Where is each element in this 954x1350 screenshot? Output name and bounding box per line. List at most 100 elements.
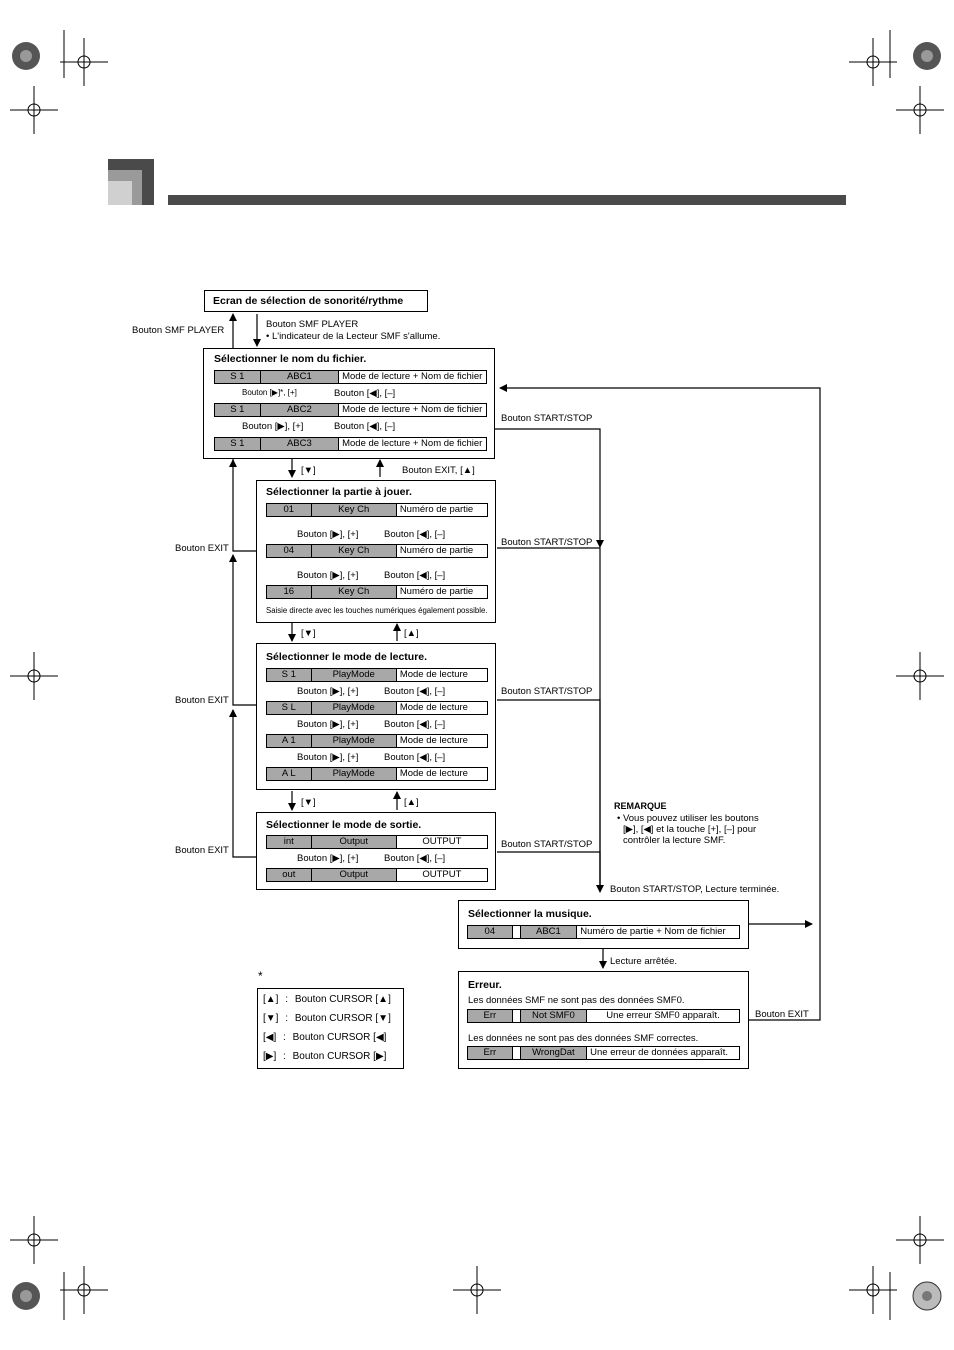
legend-key: [◀] [263,1032,277,1043]
legend-key: [▶] [263,1051,277,1062]
error-row-label: WrongDat [519,1047,587,1059]
exit-label-2: Bouton EXIT [175,695,229,706]
mode-down-label-1: Bouton [▶], [+] [297,686,359,697]
corner-dials [12,42,942,1311]
exit-label-1: Bouton EXIT [175,543,229,554]
part-row-key: Key Ch [310,504,396,516]
error-row-desc: Une erreur de données apparaît. [586,1047,739,1059]
nav-down-label-3: [▼] [301,797,316,808]
mode-down-label-3: Bouton [▶], [+] [297,752,359,763]
nav-up-label-3: [▲] [404,797,419,808]
mode-down-label-2: Bouton [▶], [+] [297,719,359,730]
error-line-1: Les données SMF ne sont pas des données … [468,995,685,1006]
part-row: 01 Key Ch Numéro de partie [266,503,488,517]
file-row: S 1 ABC3 Mode de lecture + Nom de fichie… [214,437,487,451]
legend-item: [◀] : Bouton CURSOR [◀] [263,1033,386,1043]
start-stop-label-4: Bouton START/STOP [501,839,593,850]
registration-marks [10,30,944,1320]
mode-row-desc: Mode de lecture [395,669,487,681]
file-up-label-2: Bouton [◀], [–] [334,421,396,432]
mode-row-code: S 1 [267,669,311,681]
voice-rhythm-screen-title: Ecran de sélection de sonorité/rythme [213,295,404,307]
music-row-number: 04 [468,926,512,938]
start-stop-label-1: Bouton START/STOP [501,413,593,424]
nav-up-label-1: Bouton EXIT, [▲] [402,465,475,476]
music-row: 04 ABC1 Numéro de partie + Nom de fichie… [467,925,740,939]
play-mode-box: Sélectionner le mode de lecture. S 1 Pla… [256,643,496,790]
file-down-label-2: Bouton [▶], [+] [242,421,304,432]
part-direct-input-note: Saisie directe avec les touches numériqu… [266,606,488,615]
legend-item: [▼] : Bouton CURSOR [▼] [263,1014,391,1024]
mode-row-desc: Mode de lecture [395,735,487,747]
remark-line-1: • Vous pouvez utiliser les boutons [617,813,759,824]
output-down-label: Bouton [▶], [+] [297,853,359,864]
file-row-mode: S 1 [215,404,260,416]
mode-row: S 1 PlayMode Mode de lecture [266,668,488,682]
mode-row-label: PlayMode [310,735,396,747]
header-bar [168,195,846,205]
output-row: out Output OUTPUT [266,868,488,882]
legend-sep: : [285,994,289,1005]
voice-rhythm-screen-box: Ecran de sélection de sonorité/rythme [204,290,428,312]
file-row-mode: S 1 [215,371,260,383]
smf-player-right-label: Bouton SMF PLAYER [266,319,359,330]
smf-indicator-note: • L'indicateur de la Lecteur SMF s'allum… [266,331,441,342]
mode-row-code: S L [267,702,311,714]
file-row: S 1 ABC2 Mode de lecture + Nom de fichie… [214,403,487,417]
music-arrow-label: Bouton START/STOP, Lecture terminée. [610,884,780,895]
part-row-desc: Numéro de partie [395,504,487,516]
remark-line-3: contrôler la lecture SMF. [623,835,726,846]
part-down-label-2: Bouton [▶], [+] [297,570,359,581]
output-row-label: Output [310,869,396,881]
exit-label-3: Bouton EXIT [175,845,229,856]
output-row-code: out [267,869,311,881]
legend-value: Bouton CURSOR [▼] [294,1013,391,1024]
error-row-1: Err Not SMF0 Une erreur SMF0 apparaît. [467,1009,740,1023]
output-row-label: Output [310,836,396,848]
error-exit-label: Bouton EXIT [755,1009,809,1020]
legend-value: Bouton CURSOR [▲] [294,994,391,1005]
output-row-desc: OUTPUT [395,869,487,881]
music-row-name: ABC1 [519,926,577,938]
mode-row-desc: Mode de lecture [395,768,487,780]
mode-row: A 1 PlayMode Mode de lecture [266,734,488,748]
remark-title: REMARQUE [614,801,667,811]
mode-up-label-2: Bouton [◀], [–] [384,719,446,730]
error-row-code: Err [468,1047,512,1059]
part-select-box: Sélectionner la partie à jouer. 01 Key C… [256,480,496,623]
file-row: S 1 ABC1 Mode de lecture + Nom de fichie… [214,370,487,384]
output-mode-title: Sélectionner le mode de sortie. [266,819,422,831]
error-box: Erreur. Les données SMF ne sont pas des … [458,971,749,1069]
legend-value: Bouton CURSOR [◀] [292,1032,387,1043]
file-select-title: Sélectionner le nom du fichier. [214,353,367,365]
output-row: int Output OUTPUT [266,835,488,849]
error-title: Erreur. [468,979,502,991]
legend-item: [▶] : Bouton CURSOR [▶] [263,1052,386,1062]
part-row-key: Key Ch [310,545,396,557]
file-down-label-1: Bouton [▶]*, [+] [242,388,297,397]
mode-row-desc: Mode de lecture [395,702,487,714]
legend-box: [▲] : Bouton CURSOR [▲] [▼] : Bouton CUR… [257,988,404,1069]
music-select-box: Sélectionner la musique. 04 ABC1 Numéro … [458,900,749,949]
part-row: 16 Key Ch Numéro de partie [266,585,488,599]
legend-item: [▲] : Bouton CURSOR [▲] [263,995,391,1005]
part-row-number: 01 [267,504,311,516]
legend-key: [▲] [263,994,279,1005]
file-row-mode: S 1 [215,438,260,450]
smf-player-left-label: Bouton SMF PLAYER [132,325,225,336]
part-up-label-1: Bouton [◀], [–] [384,529,446,540]
part-select-title: Sélectionner la partie à jouer. [266,486,412,498]
nav-down-label-2: [▼] [301,628,316,639]
start-stop-label-2: Bouton START/STOP [501,537,593,548]
music-select-title: Sélectionner la musique. [468,908,592,920]
file-row-desc: Mode de lecture + Nom de fichier [338,404,487,416]
error-row-2: Err WrongDat Une erreur de données appar… [467,1046,740,1060]
file-row-desc: Mode de lecture + Nom de fichier [338,371,487,383]
part-up-label-2: Bouton [◀], [–] [384,570,446,581]
legend-sep: : [283,1051,286,1062]
output-row-desc: OUTPUT [395,836,487,848]
mode-row: A L PlayMode Mode de lecture [266,767,488,781]
output-up-label: Bouton [◀], [–] [384,853,446,864]
play-mode-title: Sélectionner le mode de lecture. [266,651,428,663]
part-row-number: 16 [267,586,311,598]
